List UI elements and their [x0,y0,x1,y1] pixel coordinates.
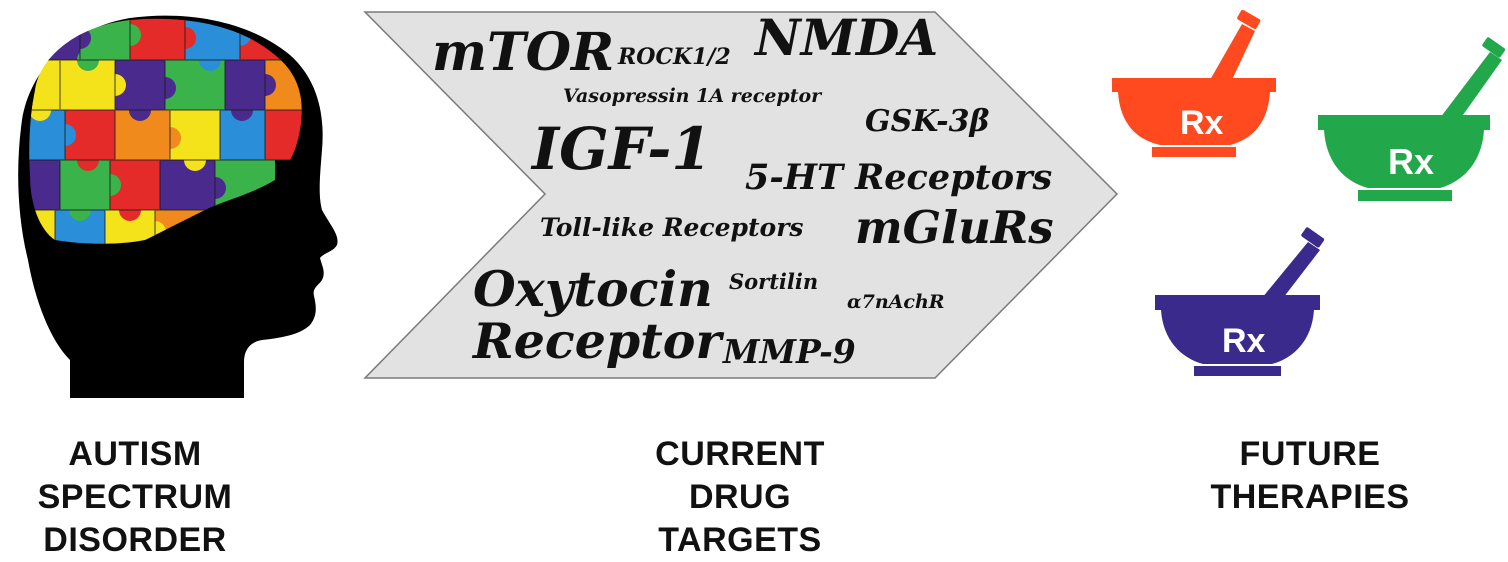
pestle-cap [1301,227,1325,248]
caption-current-drug-targets: CURRENT DRUG TARGETS [630,433,850,562]
target-igf: IGF-1 [530,115,712,183]
target-sortilin: Sortilin [729,269,818,294]
puzzle-piece [29,18,80,60]
mortar-pestle-red-icon: Rx [1112,9,1276,157]
rx-symbol: Rx [1180,104,1224,142]
pestle-cap [1237,9,1261,29]
caption-line: THERAPIES [1210,478,1410,516]
caption-future-therapies: FUTURE THERAPIES [1190,433,1430,519]
caption-line: DISORDER [43,521,227,559]
bowl [1161,310,1314,364]
rx-symbol: Rx [1388,141,1434,182]
target-mglur: mGluRs [855,201,1054,254]
drug-targets-arrow [363,11,1119,379]
bowl-rim [1155,295,1320,310]
target-a7nachr: α7nAchR [847,291,945,313]
target-oxytocin: Oxytocin [473,260,713,318]
mortar-pestle-purple-icon: Rx [1155,227,1325,376]
puzzle-piece [29,160,60,210]
pestle-cap [1482,37,1506,58]
target-oxytocin-receptor: Receptor [471,312,724,370]
caption-line: DRUG [688,478,792,516]
target-5ht: 5-HT Receptors [745,157,1052,198]
bowl [1324,130,1484,188]
target-mmp9: MMP-9 [722,332,856,371]
pestle [1440,52,1502,122]
bowl [1118,92,1270,145]
target-rock: ROCK1/2 [617,44,731,70]
rx-symbol: Rx [1222,322,1266,360]
target-toll: Toll-like Receptors [540,213,803,242]
target-vasopressin: Vasopressin 1A receptor [563,85,823,107]
caption-line: CURRENT [655,435,825,473]
pestle [1262,242,1320,302]
bowl-base [1152,147,1236,157]
caption-autism-spectrum-disorder: AUTISM SPECTRUM DISORDER [20,433,250,562]
target-nmda: NMDA [753,8,938,67]
bowl-rim [1112,78,1276,92]
caption-line: FUTURE [1239,435,1381,473]
caption-line: AUTISM [68,435,202,473]
puzzle-seams [29,18,302,244]
caption-line: TARGETS [658,521,822,559]
bowl-base [1194,366,1281,376]
drug-target-words: mTOR ROCK1/2 NMDA Vasopressin 1A recepto… [432,8,1054,371]
pestle [1210,24,1255,84]
mortar-pestle-green-icon: Rx [1318,37,1506,201]
bowl-rim [1318,115,1490,130]
bowl-base [1358,190,1452,201]
caption-line: SPECTRUM [37,478,233,516]
target-mtor: mTOR [432,22,614,83]
target-gsk: GSK-3β [865,104,990,139]
